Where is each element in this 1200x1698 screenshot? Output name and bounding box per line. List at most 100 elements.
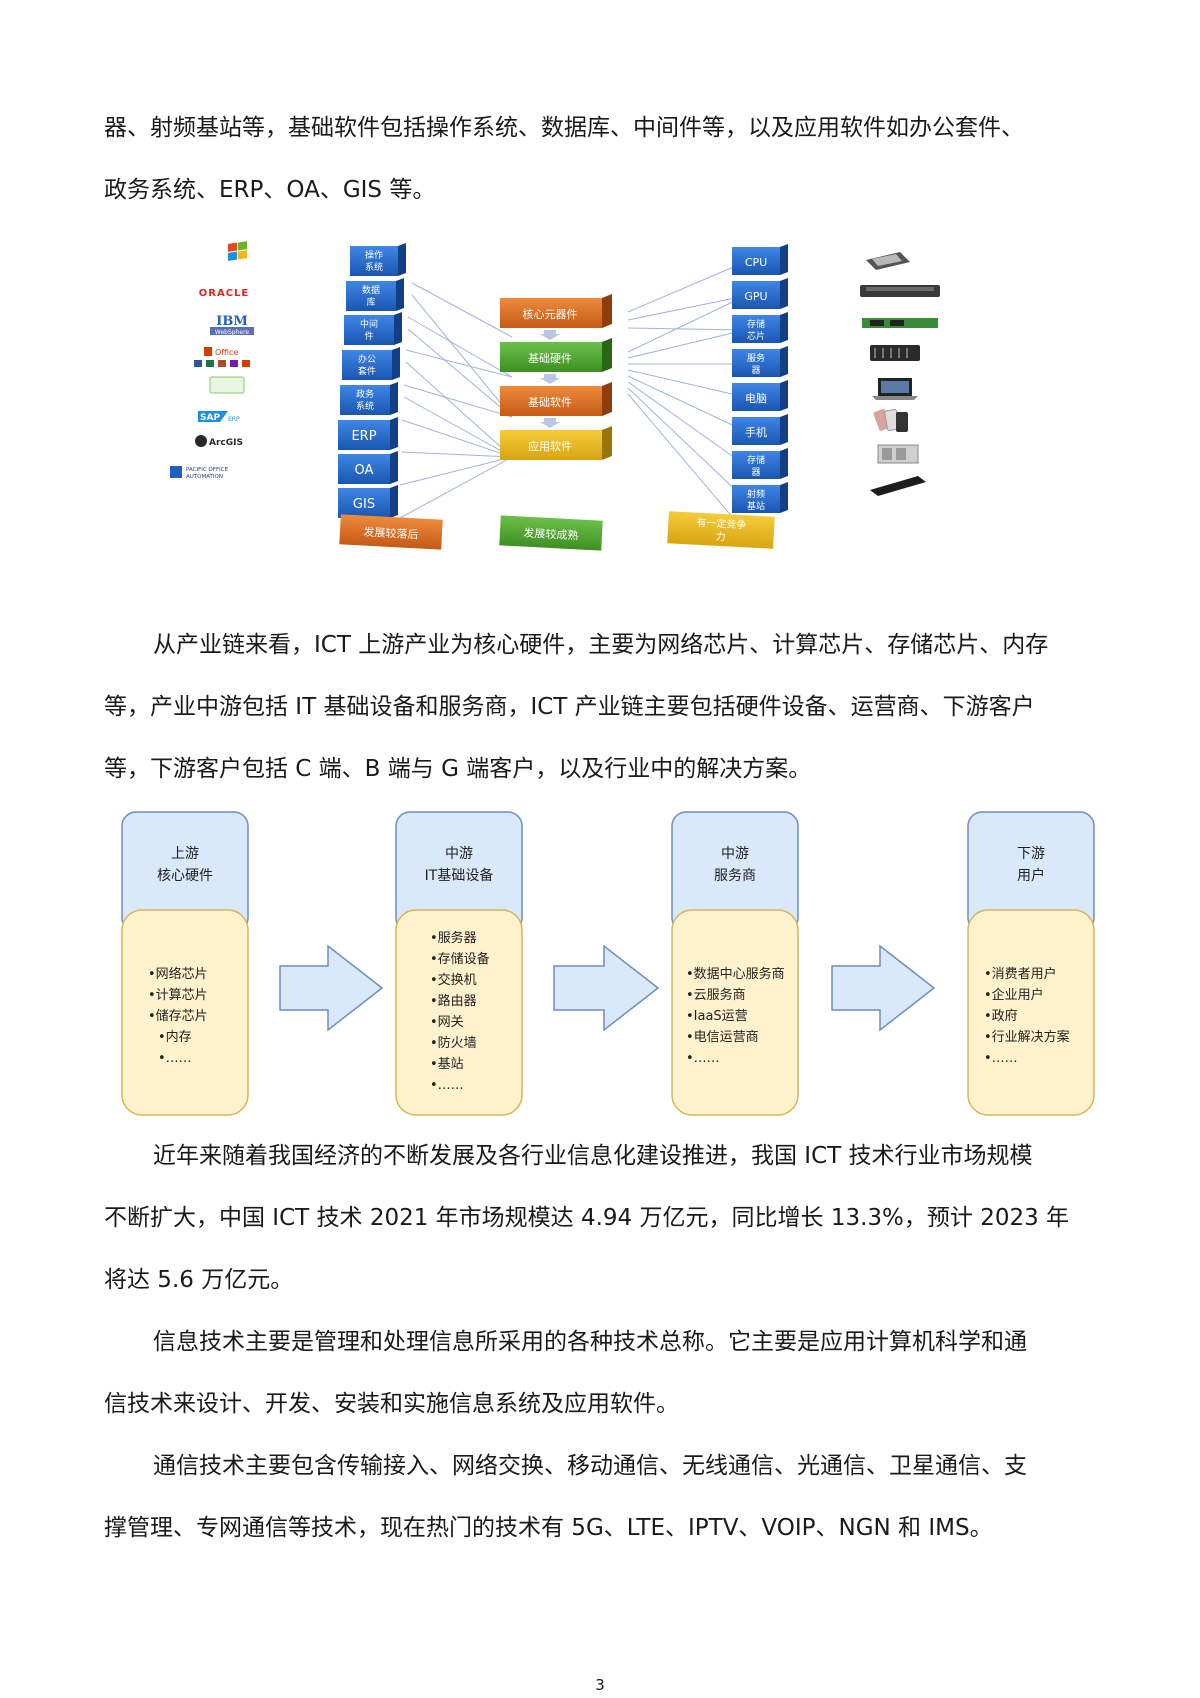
svg-text:中游: 中游 — [721, 846, 749, 862]
cpu-chip-icon — [866, 252, 910, 270]
svg-text:应用软件: 应用软件 — [528, 439, 572, 453]
svg-text:服务商: 服务商 — [714, 868, 756, 884]
svg-text:•……: •…… — [984, 1051, 1018, 1066]
down-arrow-icon — [540, 330, 560, 340]
mobile-phones-icon — [873, 408, 908, 432]
block-middleware: 中间件 — [344, 312, 402, 345]
svg-text:•……: •…… — [686, 1051, 720, 1066]
svg-text:手机: 手机 — [745, 425, 767, 439]
svg-text:•IaaS运营: •IaaS运营 — [686, 1009, 748, 1024]
svg-text:•云服务商: •云服务商 — [686, 987, 746, 1003]
text-line: 器、射频基站等，基础软件包括操作系统、数据库、中间件等，以及应用软件如办公套件、 — [104, 115, 1024, 141]
svg-text:•路由器: •路由器 — [430, 993, 477, 1009]
svg-text:•消费者用户: •消费者用户 — [984, 966, 1057, 982]
block-erp: ERP — [338, 417, 398, 450]
block-computer: 电脑 — [732, 380, 788, 411]
block-oa: OA — [338, 451, 398, 484]
laptop-icon — [872, 378, 918, 400]
svg-text:•计算芯片: •计算芯片 — [148, 988, 208, 1003]
pacific-office-automation-logo: PACIFIC OFFICE AUTOMATION — [164, 466, 229, 480]
svg-text:有一定竞争: 有一定竞争 — [696, 516, 747, 532]
connector-lines — [399, 261, 746, 533]
svg-text:存储: 存储 — [747, 318, 765, 330]
industry-chain-figure: 上游 核心硬件 •网络芯片 •计算芯片 •储存芯片 •内存 •…… 中游 IT基… — [118, 808, 1098, 1120]
office-logo-icon: Office — [194, 347, 250, 367]
text-line: 近年来随着我国经济的不断发展及各行业信息化建设推进，我国 ICT 技术行业市场规… — [153, 1143, 1033, 1169]
block-core-components: 核心元器件 — [500, 294, 612, 328]
svg-text:•防火墙: •防火墙 — [430, 1035, 477, 1051]
svg-text:•网关: •网关 — [430, 1015, 464, 1030]
svg-text:发展较成熟: 发展较成熟 — [523, 526, 579, 543]
block-government-system: 政务系统 — [340, 382, 398, 415]
text-line: 等，产业中游包括 IT 基础设备和服务商，ICT 产业链主要包括硬件设备、运营商… — [104, 694, 1035, 720]
svg-text:基站: 基站 — [747, 500, 765, 512]
text-line: 通信技术主要包含传输接入、网络交换、移动通信、无线通信、光通信、卫星通信、支 — [153, 1453, 1027, 1479]
websphere-logo: WebSphere — [215, 329, 250, 336]
stage-upstream-hardware: 上游 核心硬件 •网络芯片 •计算芯片 •储存芯片 •内存 •…… — [121, 811, 249, 1116]
paragraph-3: 近年来随着我国经济的不断发展及各行业信息化建设推进，我国 ICT 技术行业市场规… — [104, 1125, 1104, 1311]
text-line: 撑管理、专网通信等技术，现在热门的技术有 5G、LTE、IPTV、VOIP、NG… — [104, 1515, 993, 1541]
windows-logo-icon — [228, 241, 247, 261]
paragraph-2: 从产业链来看，ICT 上游产业为核心硬件，主要为网络芯片、计算芯片、存储芯片、内… — [104, 614, 1104, 800]
svg-text:•网络芯片: •网络芯片 — [148, 966, 208, 982]
block-cpu: CPU — [732, 244, 788, 275]
block-server: 服务器 — [732, 346, 788, 377]
right-arrow-icon — [553, 944, 660, 1032]
svg-text:操作: 操作 — [365, 249, 383, 261]
status-lagging: 发展较落后 — [339, 514, 443, 550]
svg-text:数据: 数据 — [362, 284, 380, 296]
right-arrow-icon — [831, 944, 936, 1032]
text-line: 将达 5.6 万亿元。 — [104, 1267, 294, 1293]
status-competitive: 有一定竞争 力 — [667, 511, 775, 549]
text-line: 信息技术主要是管理和处理信息所采用的各种技术总称。它主要是应用计算机科学和通 — [153, 1329, 1027, 1355]
oracle-logo: ORACLE — [199, 288, 249, 299]
ssd-module-icon — [862, 318, 938, 328]
block-gis: GIS — [338, 485, 398, 518]
page-number: 3 — [595, 1676, 605, 1694]
block-storage-device: 存储器 — [732, 448, 788, 479]
block-basic-software: 基础软件 — [500, 382, 612, 416]
svg-text:系统: 系统 — [356, 400, 374, 412]
svg-text:ERP: ERP — [351, 429, 376, 444]
svg-text:下游: 下游 — [1017, 846, 1045, 862]
svg-text:•交换机: •交换机 — [430, 972, 477, 988]
svg-text:芯片: 芯片 — [747, 330, 765, 342]
svg-text:•电信运营商: •电信运营商 — [686, 1030, 759, 1045]
svg-text:库: 库 — [366, 296, 375, 308]
storage-device-icon — [877, 444, 919, 464]
svg-text:PACIFIC OFFICE: PACIFIC OFFICE — [186, 467, 229, 473]
hardware-blocks: CPU GPU 存储芯片 服务器 电脑 手机 — [732, 244, 788, 513]
svg-text:力: 力 — [715, 530, 726, 544]
svg-text:政务: 政务 — [356, 388, 374, 400]
software-blocks: 操作系统 数据库 中间件 办公套件 政务系统 ERP — [338, 243, 406, 518]
base-station-icon — [870, 476, 926, 496]
svg-text:•储存芯片: •储存芯片 — [148, 1009, 208, 1024]
ibm-logo: IBM — [216, 314, 247, 329]
svg-text:器: 器 — [751, 467, 760, 478]
svg-text:SAP: SAP — [200, 413, 220, 423]
text-line: 从产业链来看，ICT 上游产业为核心硬件，主要为网络芯片、计算芯片、存储芯片、内… — [153, 632, 1049, 658]
text-line: 不断扩大，中国 ICT 技术 2021 年市场规模达 4.94 万亿元，同比增长… — [104, 1205, 1070, 1231]
svg-text:用户: 用户 — [1017, 867, 1045, 884]
block-gpu: GPU — [732, 278, 788, 309]
block-basic-hardware: 基础硬件 — [500, 338, 612, 372]
down-arrow-icon — [540, 418, 560, 428]
svg-text:GPU: GPU — [744, 290, 767, 303]
paragraph-1: 器、射频基站等，基础软件包括操作系统、数据库、中间件等，以及应用软件如办公套件、… — [104, 97, 1104, 221]
sap-logo: SAP ERP — [198, 411, 240, 423]
svg-text:•……: •…… — [430, 1078, 464, 1093]
svg-text:服务: 服务 — [747, 352, 765, 364]
block-mobile-phone: 手机 — [732, 414, 788, 445]
svg-text:核心元器件: 核心元器件 — [523, 307, 578, 321]
block-rf-base-station: 射频基站 — [732, 482, 788, 513]
svg-text:中游: 中游 — [445, 846, 473, 862]
svg-text:办公: 办公 — [358, 353, 376, 365]
svg-text:发展较落后: 发展较落后 — [363, 525, 419, 542]
stage-midstream-it-equipment: 中游 IT基础设备 •服务器 •存储设备 •交换机 •路由器 •网关 •防火墙 … — [395, 811, 523, 1116]
svg-text:•数据中心服务商: •数据中心服务商 — [686, 966, 785, 982]
block-application-software: 应用软件 — [500, 426, 612, 460]
block-database: 数据库 — [346, 278, 404, 311]
text-line: 等，下游客户包括 C 端、B 端与 G 端客户，以及行业中的解决方案。 — [104, 756, 812, 782]
status-blocks: 发展较落后 发展较成熟 有一定竞争 力 — [339, 511, 775, 551]
svg-text:中间: 中间 — [360, 318, 378, 330]
